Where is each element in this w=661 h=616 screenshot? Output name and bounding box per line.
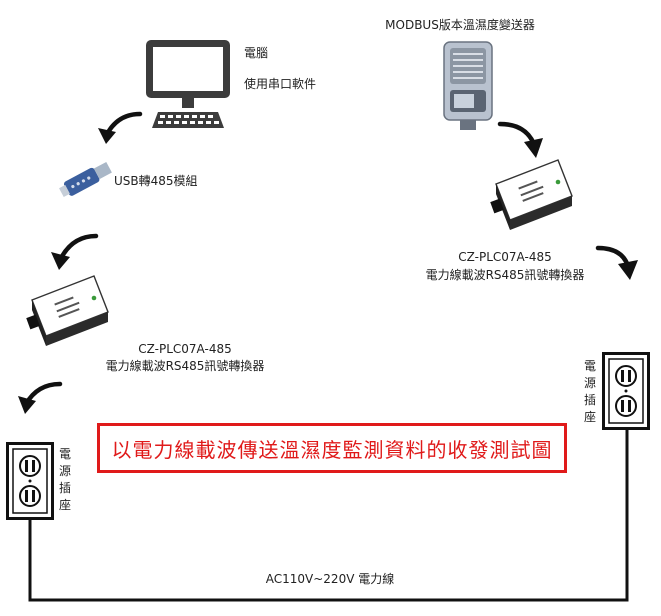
outlet-right-char: 源 bbox=[583, 376, 596, 390]
plc-converter-left-icon bbox=[26, 275, 109, 346]
main-title: 以電力線載波傳送溫濕度監測資料的收發測試圖 bbox=[111, 437, 553, 462]
sensor-label: MODBUS版本溫濕度變送器 bbox=[385, 18, 535, 32]
power-line-label: AC110V~220V 電力線 bbox=[265, 572, 395, 586]
outlet-left-label: 電 源 插 座 bbox=[58, 446, 72, 514]
outlet-right-char: 電 bbox=[583, 359, 596, 373]
computer-title: 電腦 bbox=[244, 46, 269, 60]
outlet-left-char: 源 bbox=[58, 464, 71, 478]
outlet-right-char: 插 bbox=[583, 393, 596, 407]
outlet-left-char: 插 bbox=[58, 481, 71, 495]
power-outlet-right-icon bbox=[602, 352, 650, 430]
arrow-usb-to-converter bbox=[51, 233, 99, 270]
arrow-sensor-to-converter bbox=[497, 121, 543, 158]
arrow-converter-to-outlet-right bbox=[595, 245, 638, 280]
arrow-computer-to-usb bbox=[98, 111, 143, 144]
arrow-converter-to-outlet-left bbox=[18, 381, 63, 414]
computer-icon bbox=[146, 40, 230, 128]
outlet-left-char: 座 bbox=[58, 498, 71, 512]
main-title-box: 以電力線載波傳送溫濕度監測資料的收發測試圖 bbox=[97, 423, 567, 473]
usb-module-label: USB轉485模組 bbox=[114, 174, 198, 188]
usb-to-485-module-icon bbox=[59, 161, 112, 198]
power-outlet-left-icon bbox=[6, 442, 54, 520]
converter-left-desc: 電力線載波RS485訊號轉換器 bbox=[105, 359, 265, 373]
computer-subtitle: 使用串口軟件 bbox=[244, 77, 317, 91]
plc-converter-right-icon bbox=[490, 159, 573, 230]
converter-left-model: CZ-PLC07A-485 bbox=[138, 342, 232, 356]
outlet-right-char: 座 bbox=[583, 410, 596, 424]
temperature-humidity-sensor-icon bbox=[443, 41, 493, 130]
converter-right-desc: 電力線載波RS485訊號轉換器 bbox=[425, 268, 585, 282]
outlet-right-label: 電 源 插 座 bbox=[583, 358, 597, 426]
outlet-left-char: 電 bbox=[58, 447, 71, 461]
converter-right-model: CZ-PLC07A-485 bbox=[458, 250, 552, 264]
